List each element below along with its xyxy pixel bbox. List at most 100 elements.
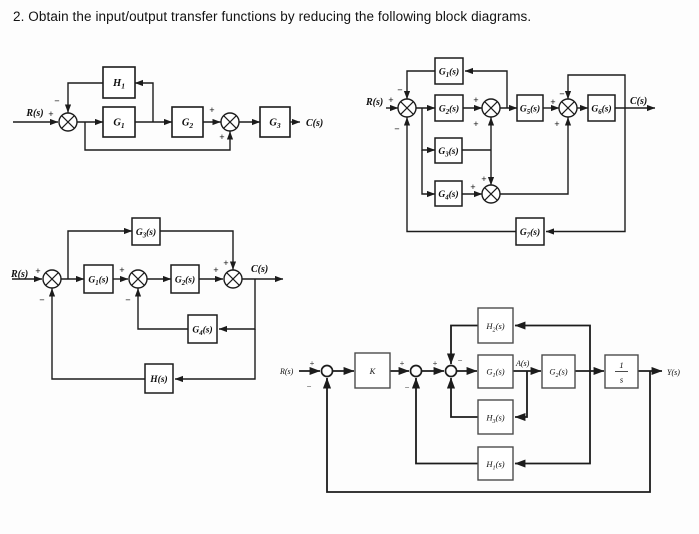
d3-block-h-label: H(s) [149,374,167,385]
wire [160,230,237,270]
d3-sum-junction-2 [128,269,148,289]
block-box [131,217,161,246]
d2-block-g5-label: G5(s) [520,104,540,116]
wire [48,288,145,380]
wire [446,377,478,418]
d4-integrator-numerator: 1 [619,360,623,370]
sign: − [559,90,564,100]
d2-sum-junction-3 [558,98,578,118]
wire [514,321,591,371]
d4-block-g2-label: G2(s) [549,367,567,379]
d1-block-g1: G1 [102,106,136,138]
wire [499,117,572,195]
d2-block-g1-label: G1(s) [439,67,459,79]
d4-block-integrator: 1 s [604,354,639,389]
wire [134,288,188,330]
d3-input-label: R(s) [10,269,28,280]
block-box [170,264,200,294]
problem-title: 2. Obtain the input/output transfer func… [13,9,532,24]
d2-block-g4-label: G4(s) [438,189,458,201]
sign: + [219,133,224,143]
d2-block-g4: G4(s) [434,180,463,207]
sign: + [223,259,228,269]
sign: − [405,382,410,392]
wire [545,108,626,235]
sign: + [209,106,214,116]
sign: − [39,296,44,306]
wire [174,329,256,383]
block-box [477,446,514,481]
d2-block-g1: G1(s) [434,57,464,85]
d2-block-g6: G6(s) [587,94,616,122]
block-box [434,180,463,207]
wire [514,371,591,468]
d3-block-g1: G1(s) [83,264,114,294]
block-box [187,314,218,344]
d1-sum-junction-1 [58,112,78,132]
d1-block-g2-label: G2 [182,118,194,130]
d4-block-g1: G1(s) [477,354,514,389]
d4-block-k-label: K [369,366,377,376]
sign: − [397,86,402,96]
d1-block-g1-label: G1 [113,118,125,130]
block-box [434,94,464,122]
wire [446,324,478,365]
sign: + [473,120,478,130]
sign: + [473,96,478,106]
wire [564,74,626,108]
wire [421,108,436,154]
d1-sum-junction-2 [220,112,240,132]
sign: + [554,120,559,130]
d2-block-g2: G2(s) [434,94,464,122]
d3-block-g3-label: G3(s) [136,227,156,239]
sign: + [433,358,438,368]
d1-block-h1: H1 [102,66,136,99]
block-box [477,307,514,344]
d4-sum-junction-b [409,364,423,378]
d1-block-g3-label: G3 [269,118,281,130]
d4-sum-junction-a [320,364,334,378]
wire [84,122,234,151]
d4-block-h1-label: H1(s) [485,459,504,471]
d1-block-g2: G2 [171,106,204,138]
sign: + [388,96,393,106]
block-box [516,94,544,122]
wire [514,371,528,422]
d1-input-label: R(s) [25,108,43,119]
d2-input-label: R(s) [365,97,383,108]
d2-block-g7-label: G7(s) [520,227,540,239]
d3-sum-junction-3 [223,269,243,289]
block-box [434,57,464,85]
sign: − [54,97,59,107]
sign: + [470,183,475,193]
sign: − [394,125,399,135]
diagram-1: H1 G1 G2 G3 R(s) C(s) + − + + [13,66,323,151]
wire [403,70,435,100]
wire [67,227,133,279]
block-box [477,354,514,389]
sign: − [125,296,130,306]
diagram-3: G3(s) G1(s) G2(s) G4(s) H(s) R(s) C(s) +… [10,217,284,394]
d3-block-g4: G4(s) [187,314,218,344]
d2-sum-junction-1 [397,98,417,118]
sign: + [213,266,218,276]
d4-block-g1-label: G1(s) [486,367,504,379]
d4-block-h3: H3(s) [477,399,514,435]
d4-sum-junction-c [444,364,458,378]
wire [403,117,516,233]
sign: + [481,175,486,185]
d4-block-h3-label: H3(s) [485,413,504,425]
block-box [434,137,463,164]
d3-block-g1-label: G1(s) [88,275,108,287]
sign: + [119,266,124,276]
d1-block-g3: G3 [259,106,291,138]
block-box [144,363,174,394]
d2-output-label: C(s) [630,96,647,107]
block-box [515,217,545,246]
d3-block-g4-label: G4(s) [192,325,212,337]
d3-output-label: C(s) [251,264,268,275]
diagram-4: K G1(s) G2(s) 1 s H2(s) H3(s [279,307,680,493]
d4-integrator-denominator: s [620,375,624,385]
